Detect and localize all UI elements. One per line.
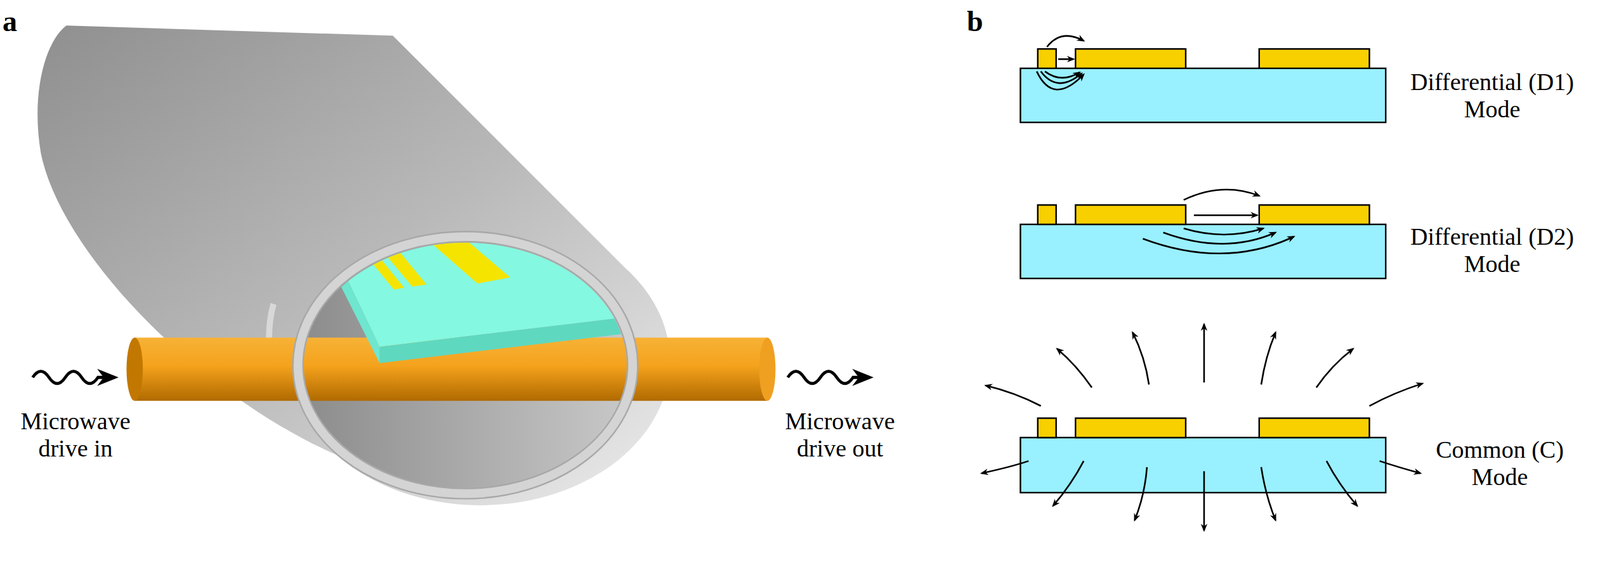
mode-label: Differential (D1) Mode [1393,68,1591,123]
cross-section-d1 [1020,48,1386,123]
tube-body [37,25,670,506]
tube-rim [298,236,634,494]
wave-arrow-in [32,371,115,384]
panel-letter: a [2,5,41,39]
field-lines-d2 [1142,189,1294,254]
cross-section-c [1020,418,1386,493]
panel-letter: b [966,5,1005,39]
chip-substrate [301,152,635,363]
mode-label: Common (C) Mode [1426,436,1573,491]
mode-label: Differential (D2) Mode [1393,223,1591,278]
cross-section-d2 [1020,204,1386,279]
drive-label: Microwave drive in [2,407,149,462]
field-lines-d1 [1036,36,1084,91]
drive-label: Microwave drive out [767,407,913,462]
wave-arrow-out [787,371,870,384]
field-lines-c [981,324,1423,532]
